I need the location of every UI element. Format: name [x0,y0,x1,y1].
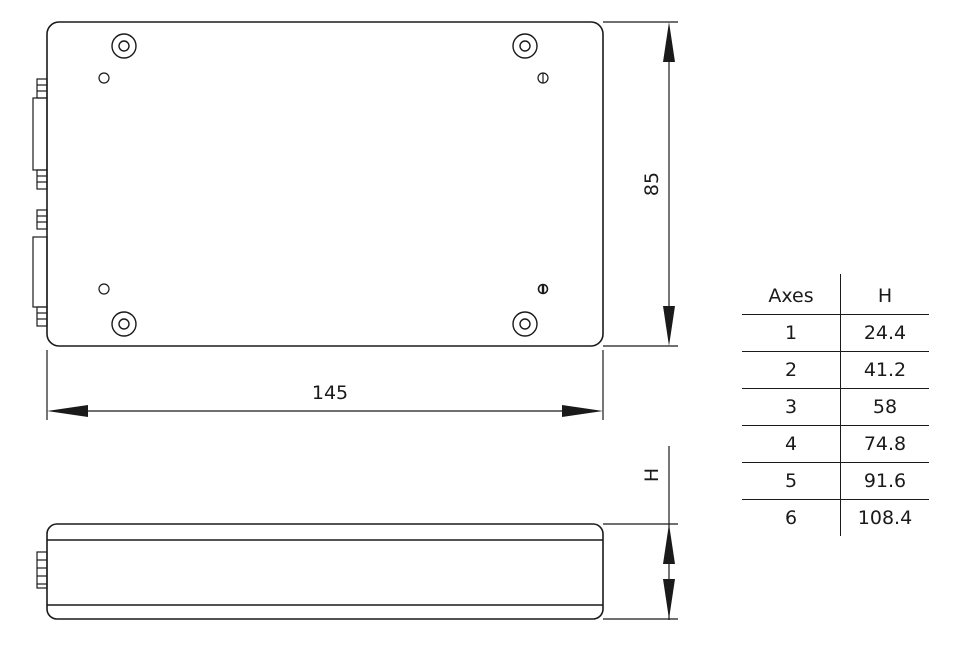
h-dimension-label: H [641,468,663,482]
axes-height-table: Axes H 1 24.4 2 41.2 3 58 4 74.8 5 91.6 … [742,274,929,536]
width-arrow-left [47,405,88,417]
height-arrow-top [663,22,675,62]
width-dimension [46,350,604,420]
side-view: H [36,446,678,620]
hole-lower-left [98,283,110,295]
header-axes: Axes [742,274,841,315]
cell-h-value: 91.6 [863,470,907,492]
indicator-lower-right [537,283,549,295]
height-arrow-bottom [663,306,675,346]
width-dimension-label: 145 [312,382,348,404]
top-view: 145 85 [32,21,678,420]
height-dimension-label: 85 [641,172,663,196]
hole-upper-left [98,72,110,84]
cell-h-value: 58 [872,396,898,418]
h-arrow-top [663,524,675,564]
side-connector [36,551,48,589]
cell-axis: 3 [742,388,841,426]
indicator-upper-right [537,72,549,84]
header-h: H [877,285,893,307]
cell-axis: 6 [742,499,841,536]
cell-h-value: 24.4 [863,322,907,344]
width-arrow-right [562,405,603,417]
connector-upper [32,78,48,190]
connector-lower [32,209,48,327]
cell-axis: 4 [742,425,841,463]
cell-axis: 2 [742,351,841,389]
cell-h-value: 108.4 [857,507,913,529]
screw-bottom-right [512,311,538,337]
table-row: 4 74.8 [742,425,929,463]
table-row: 3 58 [742,388,929,426]
table-header-row: Axes H [742,274,929,315]
screw-top-left [111,33,137,59]
height-dimension [603,21,678,347]
table-row: 6 108.4 [742,499,929,536]
cell-axis: 1 [742,314,841,352]
cell-axis: 5 [742,462,841,500]
screw-top-right [512,33,538,59]
screw-bottom-left [111,311,137,337]
table-row: 2 41.2 [742,351,929,389]
table-row: 1 24.4 [742,314,929,352]
cell-h-value: 74.8 [863,433,907,455]
enclosure-top-outline [46,21,604,347]
cell-h-value: 41.2 [863,359,907,381]
h-arrow-bottom [663,579,675,619]
table-row: 5 91.6 [742,462,929,500]
